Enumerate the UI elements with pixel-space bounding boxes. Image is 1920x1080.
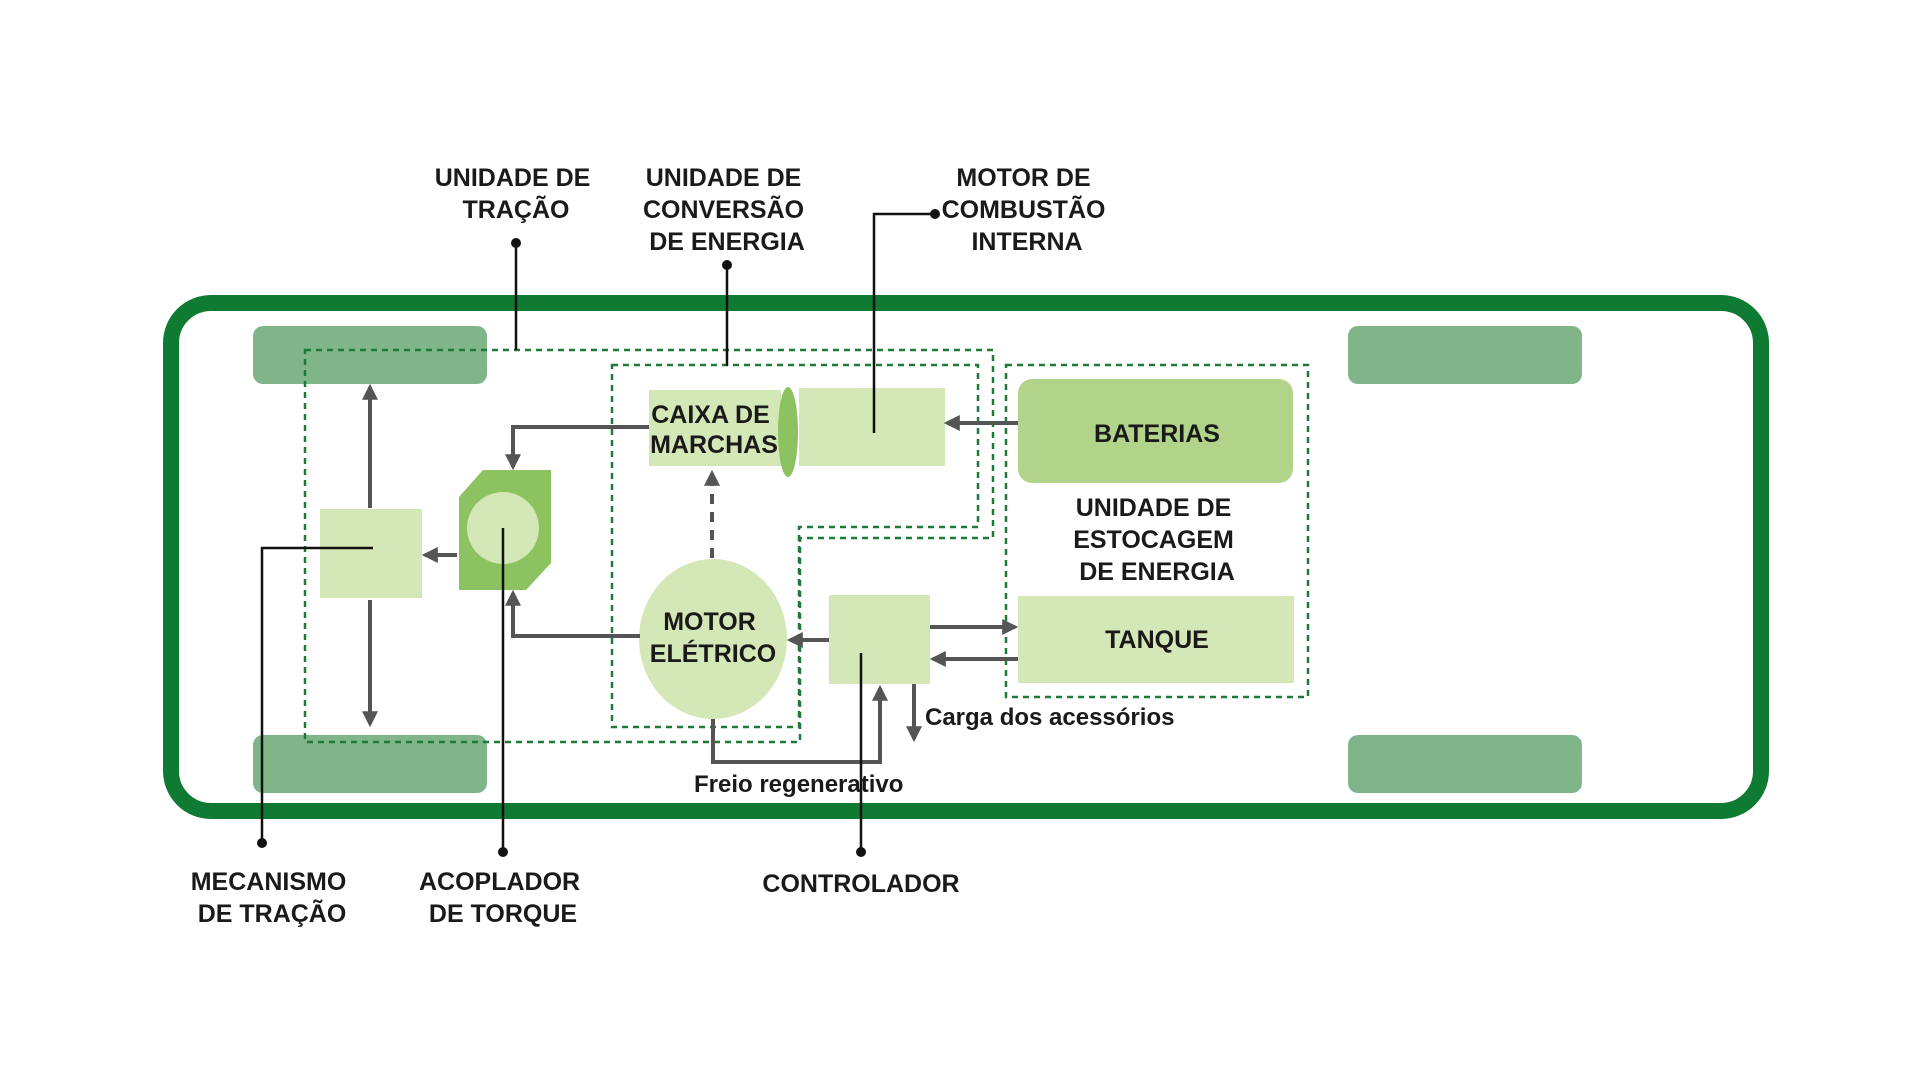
label-storage-unit: UNIDADE DE ESTOCAGEM DE ENERGIA xyxy=(1073,494,1241,586)
batteries-block xyxy=(1018,379,1293,483)
wheel-front-bottom xyxy=(253,735,487,793)
label-torque-coupler: ACOPLADOR DE TORQUE xyxy=(419,868,587,928)
gearbox-block xyxy=(649,390,781,466)
controller-block xyxy=(829,595,930,684)
arrow-gearbox-to-coupler xyxy=(505,425,649,471)
label-traction-mechanism: MECANISMO DE TRAÇÃO xyxy=(191,868,354,928)
clutch-disc xyxy=(778,387,798,477)
vehicle-chassis xyxy=(163,295,1769,819)
label-combustion-engine: MOTOR DE COMBUSTÃO INTERNA xyxy=(942,164,1113,256)
wheel-front-top xyxy=(253,326,487,384)
regen-brake-label: Freio regenerativo xyxy=(694,771,903,798)
storage-unit-boundary xyxy=(1004,363,1310,699)
wheel-rear-bottom xyxy=(1348,735,1582,793)
torque-coupler-block xyxy=(459,470,551,590)
electric-motor-label: MOTOR ELÉTRICO xyxy=(650,608,776,668)
tank-label: TANQUE xyxy=(1105,626,1209,654)
energy-flows xyxy=(362,383,1019,764)
arrow-motor-to-coupler xyxy=(505,589,640,638)
conversion-unit-boundary xyxy=(610,363,980,729)
electric-motor-block xyxy=(639,559,787,719)
accessory-load-label: Carga dos acessórios xyxy=(925,704,1174,731)
wheel-rear-top xyxy=(1348,326,1582,384)
label-controller: CONTROLADOR xyxy=(762,870,959,898)
traction-mechanism-block xyxy=(320,509,422,598)
batteries-label: BATERIAS xyxy=(1094,420,1220,448)
combustion-engine-block xyxy=(799,388,945,466)
leader-lines xyxy=(257,209,940,857)
arrow-regenerative-brake xyxy=(711,684,888,764)
tank-block xyxy=(1018,596,1294,683)
label-conversion-unit: UNIDADE DE CONVERSÃO DE ENERGIA xyxy=(643,164,811,256)
label-traction-unit: UNIDADE DE TRAÇÃO xyxy=(435,164,598,224)
gearbox-label: CAIXA DE MARCHAS xyxy=(650,401,778,459)
